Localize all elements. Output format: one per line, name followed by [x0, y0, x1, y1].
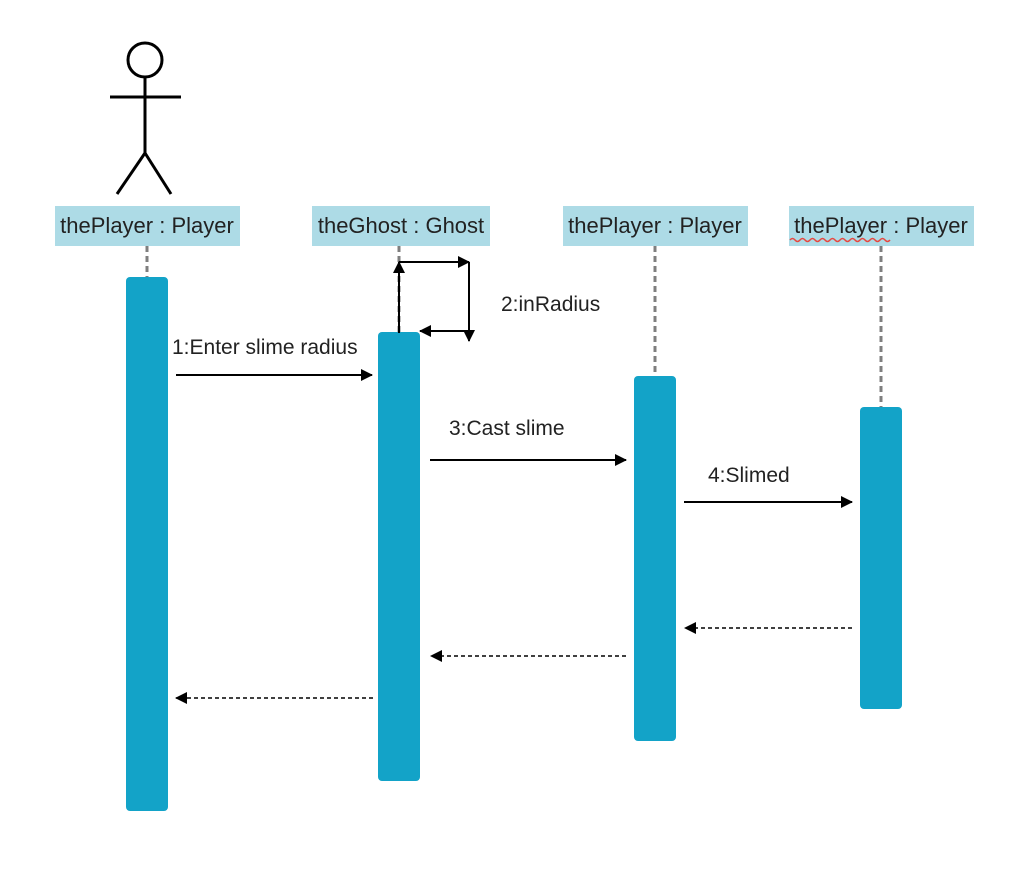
lifeline-player-2: thePlayer : Player — [563, 206, 748, 741]
message-label: 1:Enter slime radius — [172, 336, 358, 359]
lifeline-label: thePlayer : Player — [568, 213, 742, 238]
message-in-radius: 2:inRadius — [393, 256, 600, 342]
lifeline-player-1: thePlayer : Player — [55, 206, 240, 811]
lifeline-ghost: theGhost : Ghost — [312, 206, 490, 781]
lifeline-label-bg — [563, 206, 748, 246]
message-label: 3:Cast slime — [449, 417, 565, 440]
lifeline-player-3: thePlayer : Player — [789, 206, 974, 709]
message-cast-slime: 3:Cast slime — [430, 417, 627, 466]
message-label: 2:inRadius — [501, 293, 600, 316]
message-label: 4:Slimed — [708, 464, 790, 487]
activation-bar — [634, 376, 676, 741]
activation-bar — [378, 332, 420, 781]
lifeline-label-bg — [55, 206, 240, 246]
lifeline-label: theGhost : Ghost — [318, 213, 484, 238]
lifeline-label: thePlayer : Player — [60, 213, 234, 238]
lifeline-label: thePlayer : Player — [794, 213, 968, 238]
activation-bar — [860, 407, 902, 709]
activation-bar — [126, 277, 168, 811]
lifeline-label-bg — [312, 206, 490, 246]
message-enter-slime-radius: 1:Enter slime radius — [172, 336, 373, 381]
message-slimed: 4:Slimed — [684, 464, 853, 508]
stick-figure-icon — [110, 41, 181, 195]
spellcheck-underline — [789, 237, 891, 243]
